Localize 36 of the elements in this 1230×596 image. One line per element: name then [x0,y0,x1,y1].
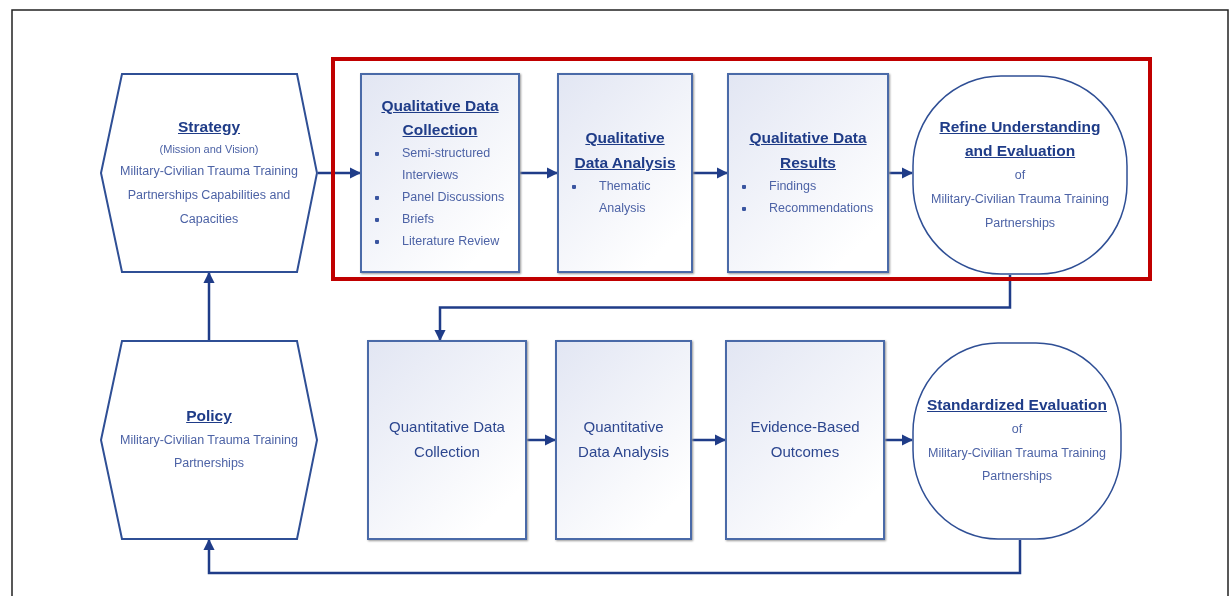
box-heading: Quantitative Data Analysis [577,417,670,462]
arrow [527,434,557,446]
box-text: Military-Civilian Trauma Training Partnerships [930,190,1110,232]
arrow [203,271,215,340]
box-heading: Refine Understanding and Evaluation [938,116,1102,162]
box-heading: Qualitative Data Results [748,128,868,174]
arrow [318,167,362,179]
arrow [434,275,1012,342]
box-heading: Strategy [177,116,241,137]
box-heading: Qualitative Data Analysis [573,128,677,174]
process-box [360,73,520,273]
arrow [693,167,729,179]
box-text: Military-Civilian Trauma Training Partnerships Capabilities and Capacities [119,163,299,228]
arrow [889,167,914,179]
process-box [727,73,889,273]
box-text: Military-Civilian Trauma Training Partnerships [119,431,299,473]
hexagon-node [100,73,318,273]
arrow [203,538,1022,575]
hexagon-node [100,340,318,540]
box-heading: Evidence-Based Outcomes [749,417,861,462]
highlight-frame [331,57,1152,281]
box-heading: Standardized Evaluation [926,394,1108,415]
box-heading: Quantitative Data Collection [388,417,506,462]
process-box [725,340,885,540]
box-heading: Qualitative Data Collection [380,95,500,141]
process-box [555,340,692,540]
arrow [520,167,559,179]
box-text: of [1011,420,1023,438]
arrow [885,434,914,446]
box-heading: Policy [185,405,233,426]
arrow [692,434,727,446]
process-box [557,73,693,273]
box-text: of [1014,167,1026,185]
box-text: Military-Civilian Trauma Training Partnerships [927,444,1107,486]
process-box [367,340,527,540]
box-text: (Mission and Vision) [159,142,259,158]
